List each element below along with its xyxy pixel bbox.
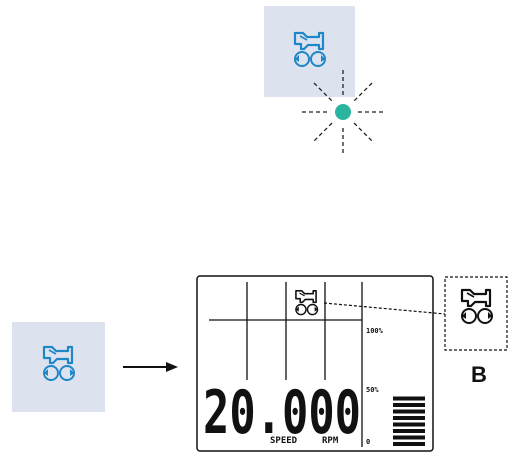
callout-handpiece-icon (460, 288, 494, 325)
scale-bottom-label: 0 (366, 438, 370, 446)
callout-label: B (471, 362, 487, 387)
scale-top-label: 100% (366, 327, 384, 335)
level-bar-segment (393, 416, 425, 420)
rpm-label: RPM (322, 436, 339, 446)
level-bar (393, 396, 425, 446)
scale-mid-label: 50% (366, 386, 379, 394)
level-bar-segment (393, 429, 425, 433)
speed-value: 20.000 (203, 378, 361, 448)
callout-leader-line (323, 302, 446, 315)
left-button[interactable] (12, 322, 105, 412)
level-bar-segment (393, 403, 425, 407)
top-button[interactable] (264, 6, 355, 97)
level-bar-segment (393, 422, 425, 427)
speed-label: SPEED (270, 436, 298, 446)
level-bar-segment (393, 435, 425, 440)
level-bar-segment (393, 409, 425, 414)
indicator-led (302, 70, 384, 154)
level-bar-segment (393, 442, 425, 446)
lcd-display: 20.000 SPEED RPM 100% 50% 0 (196, 275, 434, 452)
callout-b: B (444, 276, 508, 387)
level-bar-segment (393, 396, 425, 401)
right-arrow (123, 362, 178, 372)
